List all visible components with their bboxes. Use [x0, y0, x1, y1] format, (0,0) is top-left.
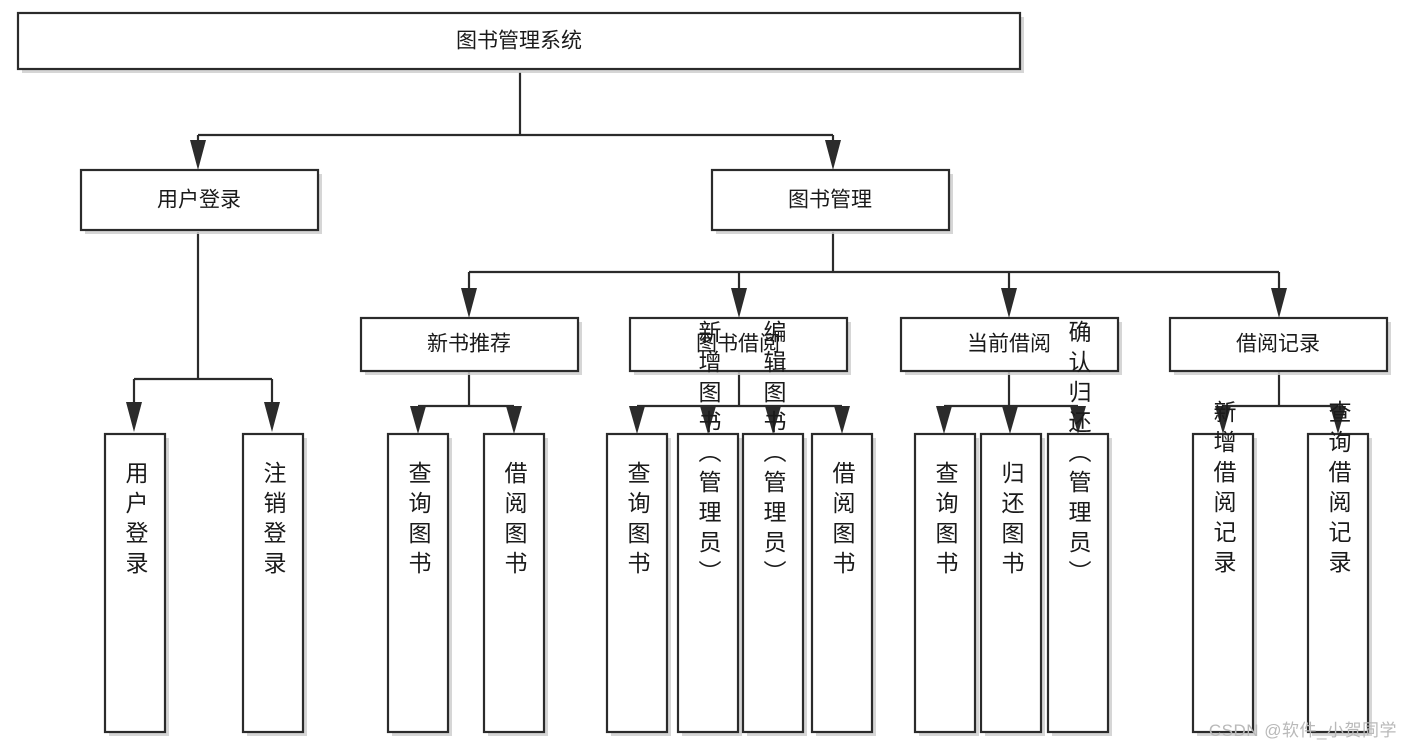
root-rect[interactable] — [16, 11, 1022, 71]
leaf-cb-return-book-rect[interactable] — [979, 432, 1043, 734]
user-login-label: 用户登录 — [157, 189, 241, 212]
arrow-to-bb-leaf-4 — [834, 406, 850, 434]
leaf-bb-query-book-rect[interactable] — [605, 432, 669, 734]
leaf-nbr-borrow-book-rect[interactable] — [482, 432, 546, 734]
node-book-borrow[interactable]: 图书借阅 — [628, 316, 851, 375]
arrow-to-book-mgmt — [825, 140, 841, 170]
leaf-br-query-record-label: 查询借阅记录 — [1325, 400, 1352, 580]
leaf-nbr-query-book-rect[interactable] — [386, 432, 450, 734]
arrow-to-borrow-record — [1271, 288, 1287, 318]
leaf-br-query-record[interactable]: 查询借阅记录 — [1306, 400, 1372, 736]
csdn-watermark: CSDN @软件_小贺同学 — [1208, 721, 1397, 740]
arrow-to-nbr-leaf-1 — [410, 406, 426, 434]
arrow-to-user-login — [190, 140, 206, 170]
arrow-to-bb-leaf-1 — [629, 406, 645, 434]
book-borrow-label: 图书借阅 — [696, 333, 780, 356]
leaf-logout-label: 注销登录 — [260, 461, 287, 581]
leaf-bb-add-book[interactable]: 新增图书（管理员） — [676, 320, 742, 736]
leaf-user-login-rect[interactable] — [103, 432, 167, 734]
arrow-to-book-borrow — [731, 288, 747, 318]
leaf-nbr-borrow-book-label: 借阅图书 — [501, 461, 528, 581]
leaf-cb-confirm-return-label: 确认归还（管理员） — [1065, 320, 1092, 590]
leaf-nbr-query-book-label: 查询图书 — [405, 461, 432, 581]
leaf-br-query-record-rect[interactable] — [1306, 432, 1370, 734]
leaf-bb-edit-book-rect[interactable] — [741, 432, 805, 734]
book-management-rect[interactable] — [710, 168, 951, 232]
current-borrow-rect[interactable] — [899, 316, 1120, 373]
node-user-login[interactable]: 用户登录 — [79, 168, 322, 234]
arrow-to-br-leaf-2 — [1330, 406, 1346, 434]
leaf-bb-query-book-label: 查询图书 — [624, 461, 651, 581]
leaf-cb-query-book-rect[interactable] — [913, 432, 977, 734]
current-borrow-label: 当前借阅 — [967, 333, 1051, 356]
leaf-bb-add-book-rect[interactable] — [676, 432, 740, 734]
node-new-book-recommend[interactable]: 新书推荐 — [359, 316, 582, 375]
leaf-cb-query-book-label: 查询图书 — [932, 461, 959, 581]
node-borrow-record[interactable]: 借阅记录 — [1168, 316, 1391, 375]
arrow-to-cb-leaf-3 — [1070, 406, 1086, 434]
new-book-recommend-rect[interactable] — [359, 316, 580, 373]
leaf-user-login-label: 用户登录 — [122, 461, 149, 581]
leaf-cb-return-book-label: 归还图书 — [998, 461, 1025, 581]
leaf-bb-borrow-book-label: 借阅图书 — [829, 461, 856, 581]
leaf-bb-borrow-book-rect[interactable] — [810, 432, 874, 734]
connectors — [126, 72, 1346, 434]
node-current-borrow[interactable]: 当前借阅 — [899, 316, 1122, 375]
leaf-logout[interactable]: 注销登录 — [241, 432, 307, 736]
leaf-nbr-query-book[interactable]: 查询图书 — [386, 432, 452, 736]
borrow-record-label: 借阅记录 — [1236, 333, 1320, 356]
arrow-to-leaf-logout — [264, 402, 280, 432]
node-root[interactable]: 图书管理系统 — [16, 11, 1024, 73]
node-book-management[interactable]: 图书管理 — [710, 168, 953, 234]
arrow-to-new-book-recommend — [461, 288, 477, 318]
leaf-cb-query-book[interactable]: 查询图书 — [913, 432, 979, 736]
arrow-to-bb-leaf-3 — [765, 406, 781, 434]
leaf-cb-confirm-return-rect[interactable] — [1046, 432, 1110, 734]
arrow-to-current-borrow — [1001, 288, 1017, 318]
leaf-logout-rect[interactable] — [241, 432, 305, 734]
user-login-rect[interactable] — [79, 168, 320, 232]
leaf-nbr-borrow-book[interactable]: 借阅图书 — [482, 432, 548, 736]
arrow-to-cb-leaf-1 — [936, 406, 952, 434]
leaf-bb-query-book[interactable]: 查询图书 — [605, 432, 671, 736]
leaf-br-add-record-label: 新增借阅记录 — [1210, 400, 1237, 580]
new-book-recommend-label: 新书推荐 — [427, 333, 511, 356]
arrow-to-nbr-leaf-2 — [506, 406, 522, 434]
arrow-to-bb-leaf-2 — [700, 406, 716, 434]
leaf-bb-add-book-label: 新增图书（管理员） — [695, 320, 722, 590]
leaf-user-login[interactable]: 用户登录 — [103, 432, 169, 736]
book-management-label: 图书管理 — [788, 189, 872, 212]
arrow-to-br-leaf-1 — [1215, 406, 1231, 434]
leaf-cb-confirm-return[interactable]: 确认归还（管理员） — [1046, 320, 1112, 736]
book-borrow-rect[interactable] — [628, 316, 849, 373]
leaf-bb-edit-book[interactable]: 编辑图书（管理员） — [741, 320, 807, 736]
arrow-to-cb-leaf-2 — [1002, 406, 1018, 434]
borrow-record-rect[interactable] — [1168, 316, 1389, 373]
leaf-br-add-record[interactable]: 新增借阅记录 — [1191, 400, 1257, 736]
leaf-br-add-record-rect[interactable] — [1191, 432, 1255, 734]
leaf-cb-return-book[interactable]: 归还图书 — [979, 432, 1045, 736]
leaf-bb-borrow-book[interactable]: 借阅图书 — [810, 432, 876, 736]
root-label: 图书管理系统 — [456, 30, 582, 53]
arrow-to-leaf-user-login — [126, 402, 142, 432]
leaf-bb-edit-book-label: 编辑图书（管理员） — [760, 320, 787, 590]
